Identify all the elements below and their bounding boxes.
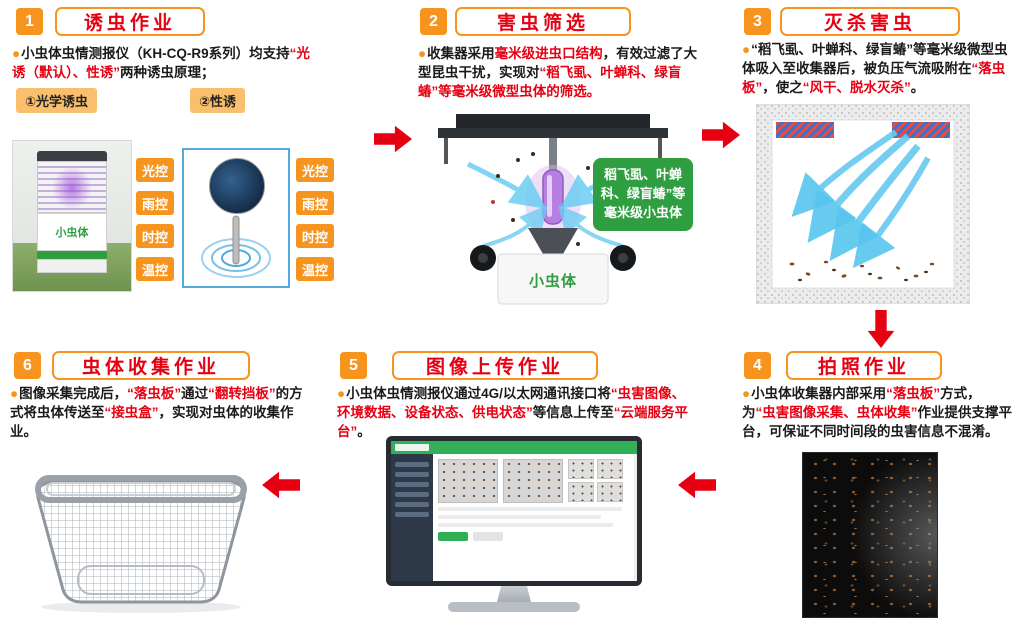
- device-brand-label: 小虫体: [37, 213, 107, 251]
- step-2-description: ●收集器采用毫米级进虫口结构，有效过滤了大型昆虫干扰，实现对“稻飞虱、叶蝉科、绿…: [418, 46, 698, 100]
- device-brand-label: 小虫体: [528, 273, 578, 290]
- arrow-left-icon: [262, 471, 300, 499]
- temp-control-chip: 温控: [296, 257, 334, 281]
- data-rows: [438, 507, 632, 527]
- step-3-panel: 3 灭杀害虫 ●“稻飞虱、叶蝉科、绿盲蝽”等毫米级微型虫体吸入至收集器后，被负压…: [740, 6, 1018, 310]
- bullet-icon: ●: [337, 386, 346, 401]
- bullet-icon: ●: [10, 386, 19, 401]
- temp-control-chip: 温控: [136, 257, 174, 281]
- dashboard-logo: [395, 444, 429, 451]
- insect-image-thumbnail: [568, 459, 594, 479]
- green-strip: [37, 251, 107, 259]
- step-5-panel: 5 图像上传作业 ●小虫体虫情测报仪通过4G/以太网通讯接口将“虫害图像、环境数…: [336, 348, 702, 620]
- dashboard-screenshot: [391, 441, 637, 581]
- time-control-chip: 时控: [136, 224, 174, 248]
- rain-control-chip: 雨控: [136, 191, 174, 215]
- insect-board-photo: [802, 452, 938, 618]
- time-control-chip: 时控: [296, 224, 334, 248]
- step-5-description: ●小虫体虫情测报仪通过4G/以太网通讯接口将“虫害图像、环境数据、设备状态、供电…: [337, 386, 688, 440]
- step-6-panel: 6 虫体收集作业 ●图像采集完成后，“落虫板”通过“翻转挡板”的方式将虫体传送至…: [8, 348, 308, 620]
- step-4-badge: 4: [744, 352, 771, 379]
- light-trap-photo: 小虫体: [12, 140, 132, 292]
- step-6-badge: 6: [14, 352, 41, 379]
- step-5-title: 图像上传作业: [392, 351, 598, 380]
- optical-lure-chip: ①光学诱虫: [16, 88, 98, 113]
- arrow-right-icon: [702, 121, 740, 149]
- insect-image-thumbnail: [597, 459, 623, 479]
- dashboard-header: [391, 441, 637, 454]
- monitor-base: [448, 602, 580, 612]
- lamp-slats: [37, 161, 107, 213]
- dashboard-sidebar: [391, 454, 433, 581]
- step-6-title: 虫体收集作业: [52, 351, 250, 380]
- collector-device-figure: 小虫体: [428, 106, 678, 306]
- uv-glow: [52, 166, 92, 210]
- light-control-chip: 光控: [136, 158, 174, 182]
- step-3-description: ●“稻飞虱、叶蝉科、绿盲蝽”等毫米级微型虫体吸入至收集器后，被负压气流吸附在“落…: [742, 42, 1008, 96]
- dashboard-scrollbar: [634, 454, 637, 581]
- dashboard-button: [438, 532, 468, 541]
- monitor-screen: [386, 436, 642, 586]
- collection-basket-figure: [35, 475, 247, 613]
- thumbnail-grid: [568, 459, 623, 503]
- lure-stick-icon: [201, 215, 271, 278]
- step-6-description: ●图像采集完成后，“落虫板”通过“翻转挡板”的方式将虫体传送至“接虫盒”，实现对…: [10, 386, 303, 440]
- arrow-left-icon: [678, 471, 716, 499]
- step-3-badge: 3: [744, 8, 771, 35]
- arrow-down-icon: [867, 310, 895, 348]
- bullet-icon: ●: [12, 46, 21, 61]
- step-1-description: ●小虫体虫情测报仪（KH-CQ-R9系列）均支持“光诱（默认）、性诱”两种诱虫原…: [12, 46, 310, 81]
- dashboard-main: [433, 454, 637, 581]
- light-trap-device: 小虫体: [37, 151, 107, 279]
- bullet-icon: ●: [418, 46, 427, 61]
- insect-image-thumbnail: [568, 482, 594, 502]
- lure-dish-icon: [209, 158, 265, 214]
- micro-insect-badge: 稻飞虱、叶蝉科、绿盲蝽”等毫米级小虫体: [593, 158, 693, 231]
- dashboard-button: [473, 532, 503, 541]
- step-2-title: 害虫筛选: [455, 7, 631, 36]
- cloud-platform-monitor: [386, 436, 642, 612]
- collector-device-icon: [438, 114, 668, 305]
- step-1-panel: 1 诱虫作业 ●小虫体虫情测报仪（KH-CQ-R9系列）均支持“光诱（默认）、性…: [8, 6, 376, 308]
- lamp-cap: [37, 151, 107, 161]
- step-1-title: 诱虫作业: [55, 7, 205, 36]
- step-2-badge: 2: [420, 8, 447, 35]
- bullet-icon: ●: [742, 42, 751, 57]
- arrow-right-icon: [374, 125, 412, 153]
- lamp-base: [37, 259, 107, 273]
- sex-lure-photo: [182, 148, 290, 288]
- light-control-chip: 光控: [296, 158, 334, 182]
- step-4-description: ●小虫体收集器内部采用“落虫板”方式，为“虫害图像采集、虫体收集”作业提供支撑平…: [742, 386, 1012, 440]
- insect-image-thumbnail: [597, 482, 623, 502]
- step-1-badge: 1: [16, 8, 43, 35]
- insect-image-thumbnail: [503, 459, 563, 503]
- insect-image-thumbnail: [438, 459, 498, 503]
- sex-lure-chip: ②性诱: [190, 88, 246, 113]
- bullet-icon: ●: [742, 386, 751, 401]
- step-3-title: 灭杀害虫: [780, 7, 960, 36]
- step-2-panel: 2 害虫筛选 ●收集器采用毫米级进虫口结构，有效过滤了大型昆虫干扰，实现对“稻飞…: [414, 6, 706, 310]
- step-4-panel: 4 拍照作业 ●小虫体收集器内部采用“落虫板”方式，为“虫害图像采集、虫体收集”…: [740, 348, 1018, 620]
- rain-control-chip: 雨控: [296, 191, 334, 215]
- kill-chamber-figure: [756, 104, 970, 304]
- step-4-title: 拍照作业: [786, 351, 942, 380]
- step-5-badge: 5: [340, 352, 367, 379]
- monitor-stand: [497, 586, 531, 602]
